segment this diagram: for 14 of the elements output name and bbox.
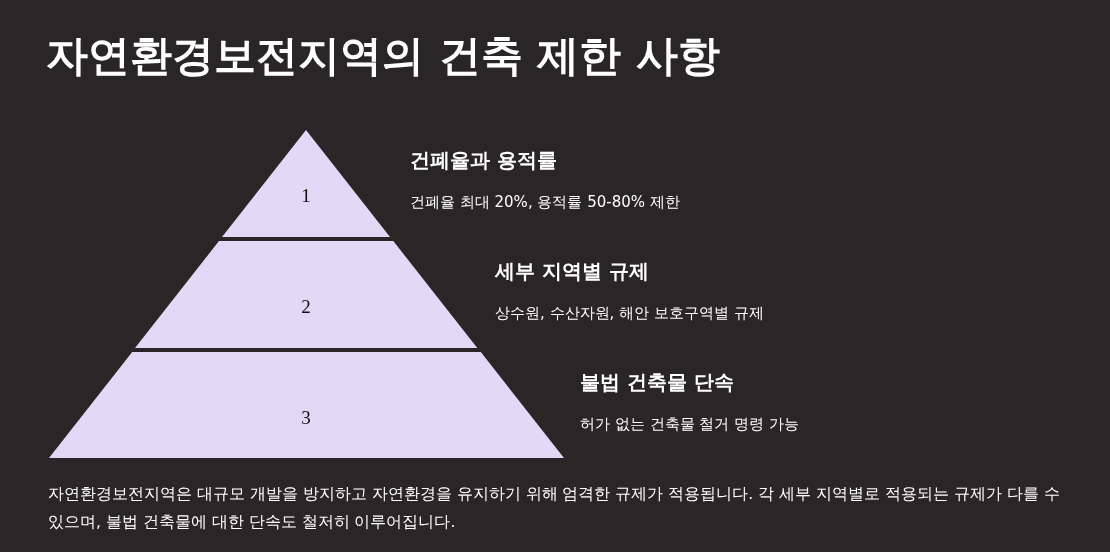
tier-heading: 불법 건축물 단속 — [580, 369, 734, 396]
tier-heading: 건폐율과 용적률 — [410, 147, 557, 174]
tier-description: 허가 없는 건축물 철거 명령 가능 — [580, 415, 799, 434]
pyramid-tier — [48, 352, 564, 458]
tier-heading: 세부 지역별 규제 — [495, 258, 649, 285]
tier-number: 3 — [301, 406, 311, 429]
title: 자연환경보전지역의 건축 제한 사항 — [46, 30, 720, 82]
pyramid-tier — [134, 241, 478, 348]
pyramid-tier — [222, 130, 390, 237]
tier-description: 상수원, 수산자원, 해안 보호구역별 규제 — [495, 304, 764, 323]
tier-number: 2 — [301, 296, 311, 319]
tier-number: 1 — [301, 185, 311, 208]
tier-description: 건폐율 최대 20%, 용적률 50-80% 제한 — [410, 193, 680, 212]
caption: 자연환경보전지역은 대규모 개발을 방지하고 자연환경을 유지하기 위해 엄격한 규제가 적용됩니다. 각 세부 지역별로 적용되는 규제가 다를 수 있으며, 불법 건축물에 대한 단속도 철저히 이루어집니다. — [48, 484, 1061, 533]
